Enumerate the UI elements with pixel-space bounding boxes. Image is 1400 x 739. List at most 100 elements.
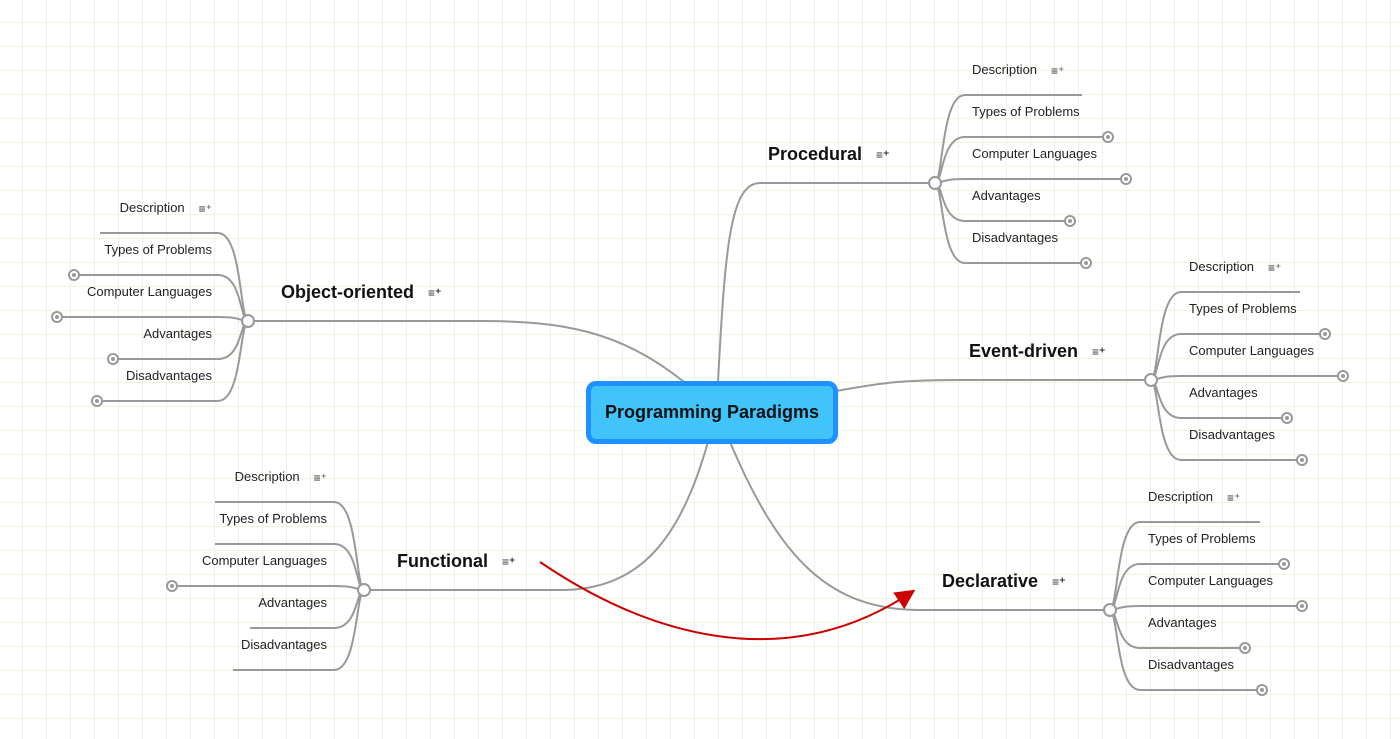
- collapse-dot-icon: [1106, 135, 1110, 139]
- subtopic-label: Advantages: [972, 188, 1041, 203]
- subtopic-label: Advantages: [1189, 385, 1258, 400]
- collapse-toggle-event-driven[interactable]: [1144, 373, 1158, 387]
- collapse-dot-icon: [1124, 177, 1128, 181]
- relationship-arrow: [539, 561, 916, 641]
- note-icon[interactable]: ≡⁺: [1268, 260, 1282, 275]
- topic-functional[interactable]: Functional≡⁺: [397, 551, 515, 572]
- subtopic-description[interactable]: Description ≡⁺: [120, 200, 212, 216]
- collapse-dot-icon: [1300, 604, 1304, 608]
- collapse-toggle-procedural[interactable]: [928, 176, 942, 190]
- child-link: [172, 585, 365, 591]
- subtopic-computer-languages[interactable]: Computer Languages: [202, 553, 327, 568]
- collapse-dot-icon: [1323, 332, 1327, 336]
- topic-label: Object-oriented: [281, 282, 415, 302]
- child-link: [1150, 375, 1343, 381]
- child-link: [57, 316, 249, 322]
- subtopic-label: Advantages: [258, 595, 327, 610]
- collapse-dot-icon: [1243, 646, 1247, 650]
- subtopic-label: Computer Languages: [86, 284, 212, 299]
- subtopic-types-of-problems[interactable]: Types of Problems: [1189, 301, 1297, 316]
- subtopic-advantages[interactable]: Advantages: [1189, 385, 1258, 400]
- collapse-dot-icon: [1341, 374, 1345, 378]
- note-icon[interactable]: ≡⁺: [502, 555, 516, 570]
- subtopic-computer-languages[interactable]: Computer Languages: [972, 146, 1097, 161]
- collapse-dot-icon: [1300, 458, 1304, 462]
- subtopic-label: Description: [972, 62, 1038, 77]
- note-icon[interactable]: ≡⁺: [313, 470, 327, 485]
- collapse-toggle-declarative[interactable]: [1103, 603, 1117, 617]
- subtopic-label: Types of Problems: [972, 104, 1080, 119]
- collapse-dot-icon: [1282, 562, 1286, 566]
- subtopic-label: Advantages: [143, 326, 212, 341]
- subtopic-description[interactable]: Description ≡⁺: [1189, 259, 1281, 275]
- collapse-dot-icon: [55, 315, 59, 319]
- subtopic-label: Computer Languages: [1148, 573, 1274, 588]
- collapse-dot-icon: [1285, 416, 1289, 420]
- subtopic-label: Types of Problems: [104, 242, 212, 257]
- subtopic-label: Description: [1148, 489, 1214, 504]
- link-procedural: [717, 182, 935, 383]
- subtopic-types-of-problems[interactable]: Types of Problems: [104, 242, 212, 257]
- collapse-toggle-functional[interactable]: [357, 583, 371, 597]
- subtopic-label: Computer Languages: [1189, 343, 1315, 358]
- note-icon[interactable]: ≡⁺: [1092, 345, 1106, 360]
- child-link: [1109, 605, 1302, 611]
- subtopic-advantages[interactable]: Advantages: [258, 595, 327, 610]
- subtopic-computer-languages[interactable]: Computer Languages: [1189, 343, 1314, 358]
- subtopic-computer-languages[interactable]: Computer Languages: [1148, 573, 1273, 588]
- subtopic-advantages[interactable]: Advantages: [1148, 615, 1217, 630]
- collapse-dot-icon: [170, 584, 174, 588]
- collapse-dot-icon: [111, 357, 115, 361]
- subtopic-label: Description: [1189, 259, 1255, 274]
- subtopic-advantages[interactable]: Advantages: [972, 188, 1041, 203]
- subtopic-label: Disadvantages: [126, 368, 212, 383]
- subtopic-label: Computer Languages: [972, 146, 1098, 161]
- topic-label: Declarative: [942, 571, 1039, 591]
- collapse-dot-icon: [1260, 688, 1264, 692]
- link-object-oriented: [248, 320, 685, 383]
- subtopic-disadvantages[interactable]: Disadvantages: [1189, 427, 1275, 442]
- note-icon[interactable]: ≡⁺: [1051, 63, 1065, 78]
- subtopic-label: Advantages: [1148, 615, 1217, 630]
- subtopic-description[interactable]: Description ≡⁺: [235, 469, 327, 485]
- note-icon[interactable]: ≡⁺: [1052, 575, 1066, 590]
- central-topic[interactable]: Programming Paradigms: [586, 381, 838, 444]
- subtopic-types-of-problems[interactable]: Types of Problems: [972, 104, 1080, 119]
- topic-procedural[interactable]: Procedural ≡⁺: [768, 144, 889, 165]
- subtopic-disadvantages[interactable]: Disadvantages: [241, 637, 327, 652]
- note-icon[interactable]: ≡⁺: [1227, 490, 1241, 505]
- collapse-dot-icon: [1084, 261, 1088, 265]
- subtopic-types-of-problems[interactable]: Types of Problems: [1148, 531, 1256, 546]
- note-icon[interactable]: ≡⁺: [876, 148, 890, 163]
- subtopic-computer-languages[interactable]: Computer Languages: [87, 284, 212, 299]
- topic-declarative[interactable]: Declarative ≡⁺: [942, 571, 1065, 592]
- subtopic-advantages[interactable]: Advantages: [143, 326, 212, 341]
- subtopic-label: Types of Problems: [1148, 531, 1256, 546]
- subtopic-label: Disadvantages: [241, 637, 327, 652]
- topic-label: Event-driven: [969, 341, 1079, 361]
- topic-event-driven[interactable]: Event-driven ≡⁺: [969, 341, 1105, 362]
- subtopic-label: Disadvantages: [1189, 427, 1275, 442]
- note-icon[interactable]: ≡⁺: [428, 286, 442, 301]
- subtopic-label: Description: [119, 200, 185, 215]
- subtopic-label: Disadvantages: [972, 230, 1058, 245]
- child-link: [934, 178, 1126, 184]
- subtopic-description[interactable]: Description ≡⁺: [972, 62, 1064, 78]
- subtopic-disadvantages[interactable]: Disadvantages: [972, 230, 1058, 245]
- collapse-dot-icon: [1068, 219, 1072, 223]
- note-icon[interactable]: ≡⁺: [198, 201, 212, 216]
- subtopic-disadvantages[interactable]: Disadvantages: [1148, 657, 1234, 672]
- subtopic-disadvantages[interactable]: Disadvantages: [126, 368, 212, 383]
- subtopic-label: Types of Problems: [1189, 301, 1297, 316]
- subtopic-label: Disadvantages: [1148, 657, 1234, 672]
- topic-object-oriented[interactable]: Object-oriented ≡⁺: [281, 282, 441, 303]
- subtopic-description[interactable]: Description ≡⁺: [1148, 489, 1240, 505]
- subtopic-label: Types of Problems: [219, 511, 327, 526]
- collapse-dot-icon: [72, 273, 76, 277]
- topic-label: Procedural: [768, 144, 863, 164]
- link-event-driven: [835, 379, 1151, 392]
- subtopic-types-of-problems[interactable]: Types of Problems: [219, 511, 327, 526]
- subtopic-label: Description: [234, 469, 300, 484]
- collapse-toggle-object-oriented[interactable]: [241, 314, 255, 328]
